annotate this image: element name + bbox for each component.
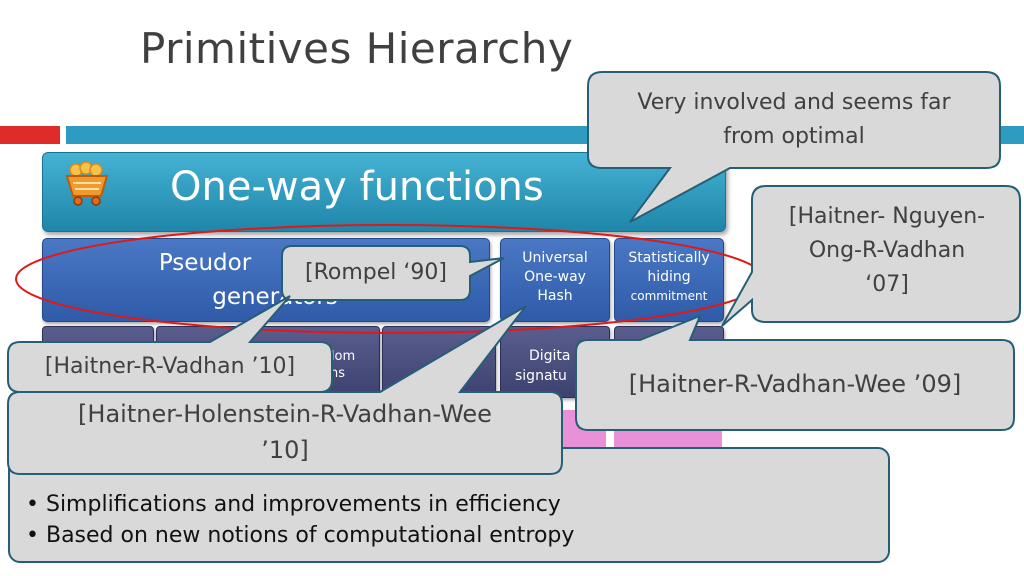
bullet-list: • Simplifications and improvements in ef… (26, 492, 574, 548)
bullet-text-2: Based on new notions of computational en… (45, 523, 575, 548)
callout-hhrvw10: [Haitner-Holenstein-R-Vadhan-Wee ’10] (8, 396, 562, 468)
callout-involved: Very involved and seems far from optimal (594, 86, 994, 154)
uowh-block: Universal One-way Hash (500, 238, 610, 322)
callout-hnorv-line2: Ong-R-Vadhan (808, 238, 966, 263)
one-way-functions-label: One-way functions (170, 164, 544, 210)
dsig-fragment: Digita signatu (515, 346, 571, 386)
callout-hnorv: [Haitner- Nguyen- Ong-R-Vadhan ‘07] (756, 200, 1018, 302)
callout-hrvw09: [Haitner-R-Vadhan-Wee ’09] (628, 370, 962, 398)
accent-bar-red (0, 126, 60, 144)
callout-rompel: [Rompel ‘90] (305, 260, 447, 285)
callout-hnorv-line1: [Haitner- Nguyen- (788, 204, 986, 229)
callout-hhrvw10-line2: ’10] (261, 436, 309, 464)
uowh-line2: One-way (524, 269, 586, 285)
shc-line3: commitment (630, 289, 708, 303)
statistically-hiding-commitment-block: Statistically hiding commitment (614, 238, 724, 322)
bullet-item: • Simplifications and improvements in ef… (26, 492, 561, 517)
prg-label-line1: Pseudor (158, 250, 252, 276)
callout-hnorv-line3: ‘07] (865, 272, 909, 297)
uowh-line3: Hash (537, 288, 573, 304)
shc-line2: hiding (647, 269, 691, 285)
callout-involved-line2: from optimal (723, 124, 865, 149)
bullet-text-1: Simplifications and improvements in effi… (45, 492, 561, 517)
callout-involved-line1: Very involved and seems far (637, 90, 951, 115)
prf-fragment-line2: ns (330, 366, 346, 381)
bullet-item: • Based on new notions of computational … (26, 523, 575, 548)
mine-cart-icon (65, 161, 109, 206)
dsig-fragment-line1: Digita (529, 348, 571, 364)
callout-hrv10: [Haitner-R-Vadhan ’10] (44, 354, 296, 379)
dsig-fragment-line2: signatu (515, 368, 567, 384)
slide-title: Primitives Hierarchy (140, 24, 574, 73)
uowh-line1: Universal (522, 250, 588, 266)
callout-hhrvw10-line1: [Haitner-Holenstein-R-Vadhan-Wee (78, 400, 492, 428)
shc-line1: Statistically (628, 250, 710, 266)
